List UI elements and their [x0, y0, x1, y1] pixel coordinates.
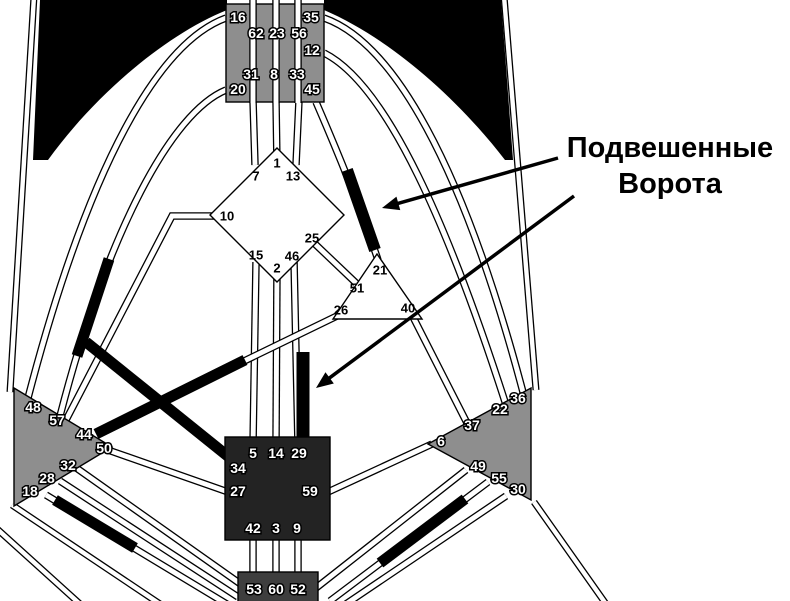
gate-6: 6 — [437, 433, 445, 449]
gate-62: 62 — [248, 25, 264, 41]
gate-25: 25 — [305, 231, 319, 246]
defined-segment-bottom-left — [52, 495, 138, 553]
gate-57: 57 — [49, 412, 65, 428]
channel-band-inner — [250, 99, 258, 166]
gate-36: 36 — [510, 390, 526, 406]
gate-60: 60 — [268, 581, 284, 597]
arrow-to-gate-21 — [393, 156, 559, 207]
gate-42: 42 — [245, 520, 261, 536]
center-solar-plexus — [426, 386, 532, 502]
gate-48: 48 — [25, 399, 41, 415]
gate-2: 2 — [273, 261, 280, 276]
defined-segment-left-diagonal — [71, 257, 115, 358]
gate-26: 26 — [334, 303, 348, 318]
gate-49: 49 — [470, 458, 486, 474]
center-root — [237, 571, 319, 601]
center-spleen — [13, 386, 114, 508]
gate-1: 1 — [273, 156, 280, 171]
channel-band-inner — [273, 264, 280, 446]
gate-23: 23 — [269, 25, 285, 41]
gate-31: 31 — [243, 66, 259, 82]
gate-52: 52 — [290, 581, 306, 597]
gate-35: 35 — [303, 9, 319, 25]
gate-15: 15 — [249, 248, 263, 263]
gate-53: 53 — [246, 581, 262, 597]
gate-29: 29 — [291, 445, 307, 461]
gate-12: 12 — [304, 42, 320, 58]
channel-band-inner — [25, 15, 227, 399]
channel-band-inner — [532, 500, 607, 601]
channel-band-inner — [10, 503, 160, 601]
gate-51: 51 — [350, 281, 364, 296]
annotation-label-line2: Ворота — [618, 168, 723, 200]
head-wing-right — [324, 0, 513, 160]
hanging-gate-21-segment — [341, 168, 381, 252]
gate-34: 34 — [230, 460, 246, 476]
channel-band-inner — [0, 528, 80, 601]
gate-7: 7 — [252, 169, 259, 184]
defined-segment-cross-a — [93, 355, 248, 439]
channel-band-inner — [107, 447, 229, 495]
gate-5: 5 — [249, 445, 257, 461]
center-sacral — [224, 436, 331, 541]
annotation-label-line1: Подвешенные — [567, 132, 773, 164]
center-g-center — [209, 147, 345, 283]
gate-33: 33 — [289, 66, 305, 82]
channel-band-inner — [408, 311, 471, 427]
gate-9: 9 — [293, 520, 301, 536]
channel-band-inner — [326, 441, 434, 495]
gate-10: 10 — [220, 209, 234, 224]
channel-band-inner — [346, 493, 508, 601]
arrow-to-gate-21-head — [382, 196, 401, 211]
arrow-to-sacral-segment-head — [316, 372, 334, 388]
gate-59: 59 — [302, 483, 318, 499]
channel-band-inner — [314, 468, 468, 590]
gate-3: 3 — [272, 520, 280, 536]
gate-30: 30 — [510, 481, 526, 497]
gate-45: 45 — [304, 81, 320, 97]
channel-band-inner — [312, 241, 358, 285]
defined-segment-bottom-right — [376, 494, 469, 568]
arrow-to-sacral-segment — [324, 194, 576, 383]
gate-40: 40 — [401, 301, 415, 316]
channel-band-inner — [322, 50, 510, 409]
gate-44: 44 — [76, 426, 92, 442]
gate-20: 20 — [230, 81, 246, 97]
gate-28: 28 — [39, 470, 55, 486]
channel-band-inner — [293, 99, 302, 166]
gate-27: 27 — [230, 483, 246, 499]
channel-band-inner — [58, 478, 240, 600]
gate-21: 21 — [373, 263, 387, 278]
gate-56: 56 — [291, 25, 307, 41]
head-wing-left — [33, 0, 227, 160]
channel-band-inner — [7, 0, 36, 393]
defined-segment-cross-b — [82, 337, 244, 471]
gate-46: 46 — [285, 249, 299, 264]
gate-37: 37 — [464, 417, 480, 433]
gate-22: 22 — [492, 401, 508, 417]
gate-14: 14 — [268, 445, 284, 461]
channel-band-inner — [502, 0, 539, 391]
gate-13: 13 — [286, 169, 300, 184]
gate-16: 16 — [230, 9, 246, 25]
channel-band-inner — [73, 464, 244, 588]
gate-8: 8 — [270, 66, 278, 82]
gate-55: 55 — [491, 470, 507, 486]
gate-18: 18 — [22, 483, 38, 499]
gate-32: 32 — [60, 457, 76, 473]
gate-50: 50 — [96, 440, 112, 456]
center-heart — [331, 252, 424, 320]
channel-band-inner — [323, 15, 527, 397]
